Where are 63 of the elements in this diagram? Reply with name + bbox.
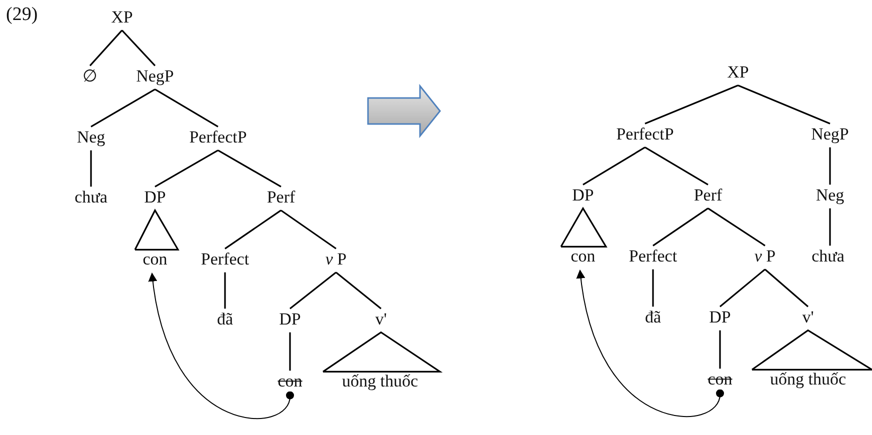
triangle-roof — [134, 208, 180, 250]
tree-branch — [644, 84, 738, 124]
tree-label: v' — [374, 310, 388, 330]
tree-branch — [829, 147, 831, 185]
tree-branch — [336, 272, 382, 310]
tree-label: Perf — [692, 186, 724, 206]
tree-label: v P — [753, 248, 777, 266]
tree-label: Neg — [814, 186, 846, 206]
tree-label: PerfectP — [188, 128, 248, 148]
tree-branch — [289, 332, 291, 371]
tree-branch — [720, 268, 766, 308]
tree-label: PerfectP — [615, 126, 675, 144]
tree-label: chưa — [810, 248, 846, 266]
tree-branch — [764, 268, 809, 308]
example-number: (29) — [6, 4, 38, 26]
tree-label: chưa — [74, 188, 108, 208]
tree-branch — [218, 150, 282, 188]
tree-branch — [154, 88, 218, 128]
tree-branch — [829, 208, 831, 246]
triangle-roof — [749, 329, 872, 370]
tree-branch — [719, 330, 721, 369]
tree-branch — [224, 210, 282, 250]
trace-word: con — [276, 372, 304, 392]
tree-label: đã — [216, 310, 234, 330]
tree-branch — [90, 150, 92, 187]
tree-branch — [708, 208, 766, 246]
tree-label: v P — [324, 250, 348, 270]
tree-branch — [280, 210, 336, 250]
tree-branch — [652, 269, 654, 307]
tree-branch — [121, 30, 156, 66]
tree-branch — [652, 208, 708, 246]
tree-label: uống thuốc — [340, 372, 420, 392]
tree-label: v' — [801, 308, 815, 328]
tree-label: Perfect — [200, 250, 250, 270]
tree-branch — [290, 272, 336, 310]
tree-label: NegP — [135, 68, 175, 86]
tree-label: Perfect — [628, 248, 678, 266]
tree-label: con — [570, 248, 596, 266]
tree-label: Perf — [266, 188, 296, 208]
tree-label: DP — [708, 308, 732, 328]
tree-label: XP — [110, 8, 134, 28]
tree-label: DP — [143, 188, 167, 208]
tree-branch — [644, 146, 708, 186]
triangle-roof — [560, 206, 608, 248]
tree-branch — [738, 84, 830, 124]
tree-label: DP — [278, 310, 302, 330]
tree-label: uống thuốc — [768, 370, 848, 390]
tree-label: đã — [644, 308, 662, 328]
tree-label: NegP — [810, 126, 850, 144]
triangle-roof — [320, 331, 443, 372]
movement-arrow — [576, 269, 724, 418]
movement-arrow — [148, 272, 294, 420]
tree-branch — [89, 30, 123, 66]
tree-label: con — [142, 250, 168, 270]
tree-branch — [90, 88, 156, 128]
tree-label: ∅ — [82, 68, 98, 86]
tree-branch — [224, 272, 226, 309]
tree-branch — [154, 150, 218, 188]
tree-label: DP — [571, 186, 595, 206]
trace-word: con — [706, 370, 734, 390]
tree-label: XP — [726, 64, 750, 82]
tree-label: Neg — [76, 128, 106, 148]
tree-branch — [582, 146, 646, 186]
